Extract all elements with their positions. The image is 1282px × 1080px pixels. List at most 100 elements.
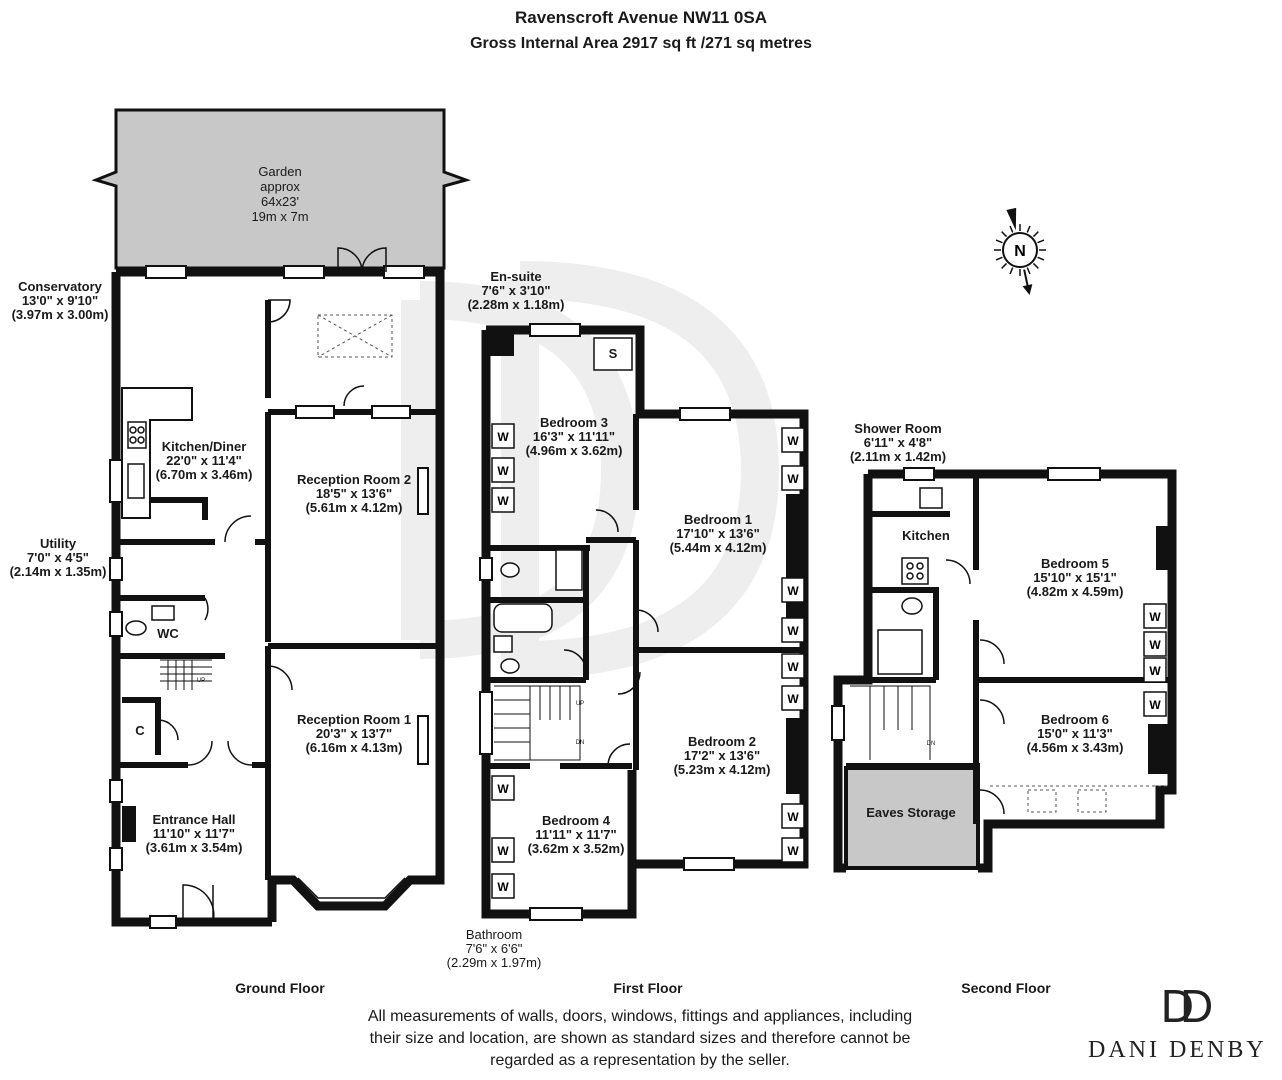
conservatory-imperial: 13'0" x 9'10" — [22, 293, 98, 308]
bedroom-3-imperial: 16'3" x 11'11" — [533, 429, 615, 444]
conservatory-label: Conservatory — [18, 279, 103, 294]
svg-text:W: W — [787, 810, 799, 824]
wardrobe-mark: W — [781, 465, 805, 491]
conservatory-metric: (3.97m x 3.00m) — [12, 307, 109, 322]
svg-text:W: W — [787, 472, 799, 486]
svg-text:W: W — [787, 434, 799, 448]
reception-1-label: Reception Room 1 — [297, 712, 411, 727]
wardrobe-mark: W — [491, 873, 515, 899]
svg-text:W: W — [1149, 698, 1161, 712]
watermark — [401, 261, 780, 679]
wardrobe-mark: W — [491, 457, 515, 483]
ensuite-label: En-suite — [490, 269, 541, 284]
svg-text:W: W — [1149, 638, 1161, 652]
entrance-hall-metric: (3.61m x 3.54m) — [146, 840, 243, 855]
kitchen-diner-imperial: 22'0" x 11'4" — [166, 453, 242, 468]
shower-mark: S — [609, 346, 618, 361]
wardrobe-mark: W — [491, 775, 515, 801]
garden-size-metric: 19m x 7m — [251, 209, 308, 224]
svg-text:W: W — [497, 844, 509, 858]
svg-text:W: W — [787, 624, 799, 638]
bathroom-metric: (2.29m x 1.97m) — [447, 955, 542, 970]
second-floor-label: Second Floor — [961, 980, 1051, 996]
stairs-down-first: DN — [576, 740, 585, 746]
wc-label: WC — [157, 626, 179, 641]
compass-letter: N — [1014, 243, 1026, 260]
first-floor-label: First Floor — [613, 980, 683, 996]
stairs-up-ground: UP — [197, 678, 205, 684]
ground-floor-plan: Garden approx 64x23' 19m x 7m Conservato… — [10, 108, 471, 929]
bedroom-6-label: Bedroom 6 — [1041, 712, 1109, 727]
bedroom-4-label: Bedroom 4 — [542, 813, 611, 828]
wardrobe-mark: W — [781, 427, 805, 453]
wardrobe-mark: W — [1143, 691, 1167, 717]
shower-room-label: Shower Room — [854, 421, 941, 436]
utility-label: Utility — [40, 536, 77, 551]
disclaimer-line-1: All measurements of walls, doors, window… — [367, 1008, 913, 1025]
gross-area: Gross Internal Area 2917 sq ft /271 sq m… — [470, 35, 812, 52]
bedroom-6-imperial: 15'0" x 11'3" — [1037, 726, 1113, 741]
first-floor-plan: W W W W W W W W W W W W W W En-suite 7'6" x 3'10" (2.… — [447, 269, 809, 970]
disclaimer-line-2: their size and location, are shown as st… — [369, 1030, 911, 1047]
second-kitchen-label: Kitchen — [902, 528, 950, 543]
wardrobe-mark: W — [781, 653, 805, 679]
property-title: Ravenscroft Avenue NW11 0SA — [515, 8, 767, 27]
wardrobe-mark: W — [781, 685, 805, 711]
svg-text:W: W — [1149, 664, 1161, 678]
utility-metric: (2.14m x 1.35m) — [10, 564, 107, 579]
reception-2-label: Reception Room 2 — [297, 472, 411, 487]
reception-1-imperial: 20'3" x 13'7" — [316, 726, 392, 741]
bedroom-2-imperial: 17'2" x 13'6" — [684, 748, 760, 763]
eaves-storage-area — [844, 766, 980, 870]
utility-imperial: 7'0" x 4'5" — [27, 550, 89, 565]
brand-name: DANI DENBY — [1088, 1037, 1267, 1063]
svg-text:W: W — [787, 692, 799, 706]
ensuite-metric: (2.28m x 1.18m) — [468, 297, 565, 312]
wardrobe-mark: W — [491, 487, 515, 513]
reception-2-metric: (5.61m x 4.12m) — [306, 500, 403, 515]
ground-floor-label: Ground Floor — [235, 980, 325, 996]
wardrobes-first: W W W W W W W W W W W W W W — [491, 423, 805, 899]
wardrobe-mark: W — [781, 617, 805, 643]
bedroom-6-metric: (4.56m x 3.43m) — [1027, 740, 1124, 755]
garden-size: 64x23' — [261, 194, 299, 209]
bedroom-3-metric: (4.96m x 3.62m) — [526, 443, 623, 458]
brand-monogram: DD — [1161, 980, 1212, 1032]
bedroom-1-imperial: 17'10" x 13'6" — [676, 526, 760, 541]
wardrobe-mark: W — [781, 577, 805, 603]
brand-monogram-icon: DD — [1161, 980, 1226, 1032]
svg-text:W: W — [497, 494, 509, 508]
wardrobe-mark: W — [491, 423, 515, 449]
cupboard-label: C — [135, 723, 145, 738]
eaves-storage-label: Eaves Storage — [866, 805, 956, 820]
stairs-up-first: UP — [576, 701, 584, 707]
svg-text:W: W — [787, 584, 799, 598]
reception-2-imperial: 18'5" x 13'6" — [316, 486, 392, 501]
bedroom-1-metric: (5.44m x 4.12m) — [670, 540, 767, 555]
garden-label-2: approx — [260, 179, 300, 194]
ensuite-imperial: 7'6" x 3'10" — [481, 283, 550, 298]
entrance-hall-label: Entrance Hall — [152, 812, 235, 827]
svg-text:W: W — [497, 464, 509, 478]
bathroom-imperial: 7'6" x 6'6" — [466, 941, 523, 956]
wardrobe-mark: W — [1143, 631, 1167, 657]
wardrobe-mark: W — [1143, 657, 1167, 683]
wardrobe-mark: W — [781, 803, 805, 829]
north-compass-icon: N — [994, 207, 1046, 295]
bedroom-4-metric: (3.62m x 3.52m) — [528, 841, 625, 856]
wardrobe-mark: W — [1143, 603, 1167, 629]
shower-room-metric: (2.11m x 1.42m) — [850, 449, 946, 464]
bedroom-2-label: Bedroom 2 — [688, 734, 756, 749]
bedroom-2-metric: (5.23m x 4.12m) — [674, 762, 771, 777]
bathroom-label: Bathroom — [466, 927, 522, 942]
disclaimer: All measurements of walls, doors, window… — [330, 1006, 950, 1072]
kitchen-diner-label: Kitchen/Diner — [162, 439, 247, 454]
svg-text:W: W — [787, 660, 799, 674]
bedroom-4-imperial: 11'11" x 11'7" — [535, 827, 616, 842]
svg-text:W: W — [787, 844, 799, 858]
bedroom-5-imperial: 15'10" x 15'1" — [1033, 570, 1117, 585]
